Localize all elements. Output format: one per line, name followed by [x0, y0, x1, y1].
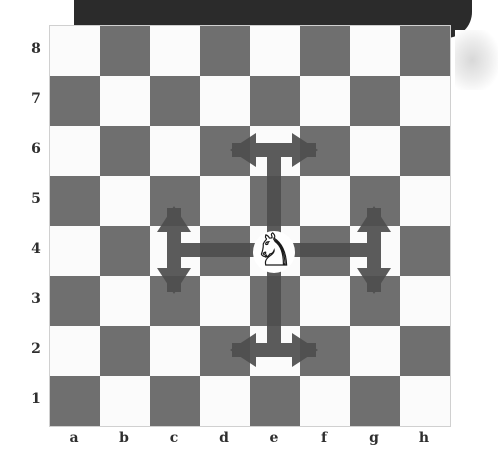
knight-icon: ♞ [254, 225, 293, 276]
knight-piece: ♞ [253, 225, 295, 276]
